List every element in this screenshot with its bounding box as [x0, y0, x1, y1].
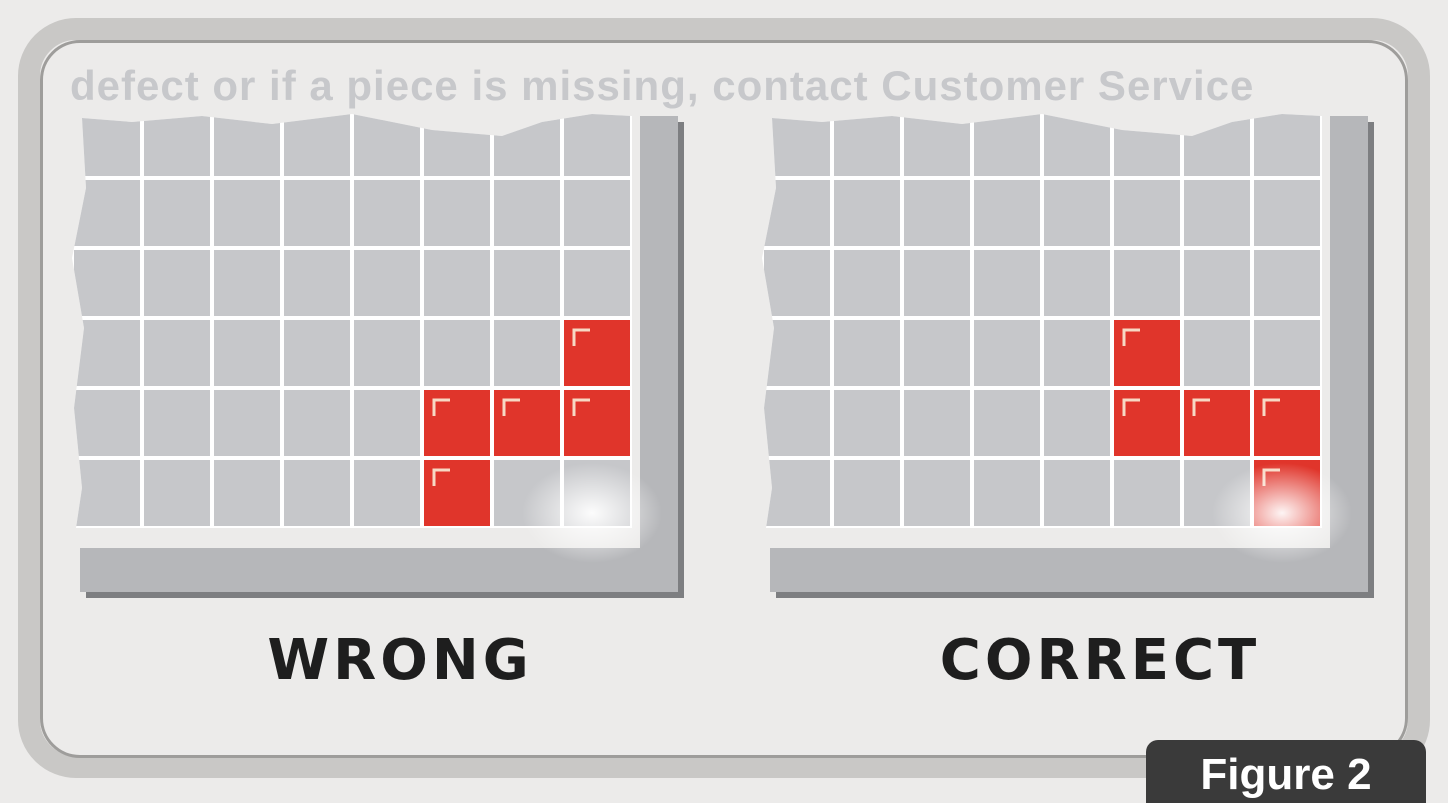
grid-cell: [974, 460, 1040, 526]
grid-cell: [904, 320, 970, 386]
grid-cell: [764, 390, 830, 456]
grid-cell: [764, 180, 830, 246]
grid-cell: [834, 320, 900, 386]
grid-cell: [424, 110, 490, 176]
grid-cell: [74, 180, 140, 246]
grid-cell: [1114, 180, 1180, 246]
grid-cell: [284, 390, 350, 456]
grid-cell: [1044, 250, 1110, 316]
grid-cell: [74, 390, 140, 456]
grid-cell: [494, 180, 560, 246]
grid-cell: [834, 180, 900, 246]
grid-cell: [904, 180, 970, 246]
grid-cell: [1044, 390, 1110, 456]
grid-cell: [354, 110, 420, 176]
grid-cell: [214, 320, 280, 386]
grid-cell: [354, 180, 420, 246]
grid-cell: [284, 460, 350, 526]
grid-cell: [1184, 180, 1250, 246]
grid-cell: [1114, 460, 1180, 526]
grid-cell: [974, 110, 1040, 176]
grid-cell: [564, 250, 630, 316]
grid-cell: [1254, 250, 1320, 316]
grid-cell: [74, 250, 140, 316]
grid-cell: [764, 110, 830, 176]
grid-cell: [494, 250, 560, 316]
grid-cell: [354, 390, 420, 456]
grid-cell: [144, 390, 210, 456]
grid-cell: [424, 320, 490, 386]
grid-cell: [354, 320, 420, 386]
grid-cell: [1044, 110, 1110, 176]
grid-cell: [974, 250, 1040, 316]
grid-cell: [424, 180, 490, 246]
grid-cell: [284, 250, 350, 316]
grid-cell: [834, 110, 900, 176]
board-svg: [72, 108, 697, 608]
grid-cell: [354, 460, 420, 526]
grid-cell: [1044, 320, 1110, 386]
grid-cell: [904, 390, 970, 456]
grid-cell: [144, 250, 210, 316]
grid-cell: [214, 250, 280, 316]
grid-cell: [74, 460, 140, 526]
grid-cell: [494, 110, 560, 176]
grid-cell: [144, 180, 210, 246]
grid-cell: [1044, 460, 1110, 526]
grid-cell: [74, 320, 140, 386]
grid-cell: [1254, 110, 1320, 176]
grid-cell: [764, 320, 830, 386]
figure-tag: Figure 2: [1146, 740, 1426, 803]
grid-cell: [74, 110, 140, 176]
corner-glare: [522, 463, 662, 563]
grid-cell: [834, 390, 900, 456]
wrong-board: [72, 108, 697, 608]
grid-cell: [144, 110, 210, 176]
grid-cell: [834, 460, 900, 526]
grid-cell: [1254, 320, 1320, 386]
grid-cell: [214, 180, 280, 246]
grid-cell: [284, 110, 350, 176]
grid-cell: [214, 110, 280, 176]
grid-cell: [1184, 110, 1250, 176]
grid-cell: [564, 180, 630, 246]
grid-cell: [284, 320, 350, 386]
wrong-label: WRONG: [220, 628, 580, 693]
grid-cell: [1114, 250, 1180, 316]
grid-cell: [1184, 320, 1250, 386]
grid-cell: [354, 250, 420, 316]
grid-cell: [424, 250, 490, 316]
grid-cell: [1254, 180, 1320, 246]
grid-cell: [904, 460, 970, 526]
grid-cell: [974, 180, 1040, 246]
grid-cell: [564, 110, 630, 176]
board-svg: [762, 108, 1387, 608]
grid-cell: [1114, 110, 1180, 176]
grid-cell: [1184, 250, 1250, 316]
grid-cell: [284, 180, 350, 246]
correct-board: [762, 108, 1387, 608]
grid-cell: [144, 460, 210, 526]
grid-cell: [214, 460, 280, 526]
grid-group: [762, 108, 1322, 528]
grid-cell: [214, 390, 280, 456]
grid-cell: [834, 250, 900, 316]
correct-label: CORRECT: [900, 628, 1300, 693]
grid-cell: [1044, 180, 1110, 246]
corner-glare: [1212, 463, 1352, 563]
grid-group: [72, 108, 632, 528]
grid-cell: [764, 460, 830, 526]
grid-cell: [974, 320, 1040, 386]
grid-cell: [904, 250, 970, 316]
grid-cell: [974, 390, 1040, 456]
grid-cell: [494, 320, 560, 386]
grid-cell: [144, 320, 210, 386]
grid-cell: [764, 250, 830, 316]
grid-cell: [904, 110, 970, 176]
